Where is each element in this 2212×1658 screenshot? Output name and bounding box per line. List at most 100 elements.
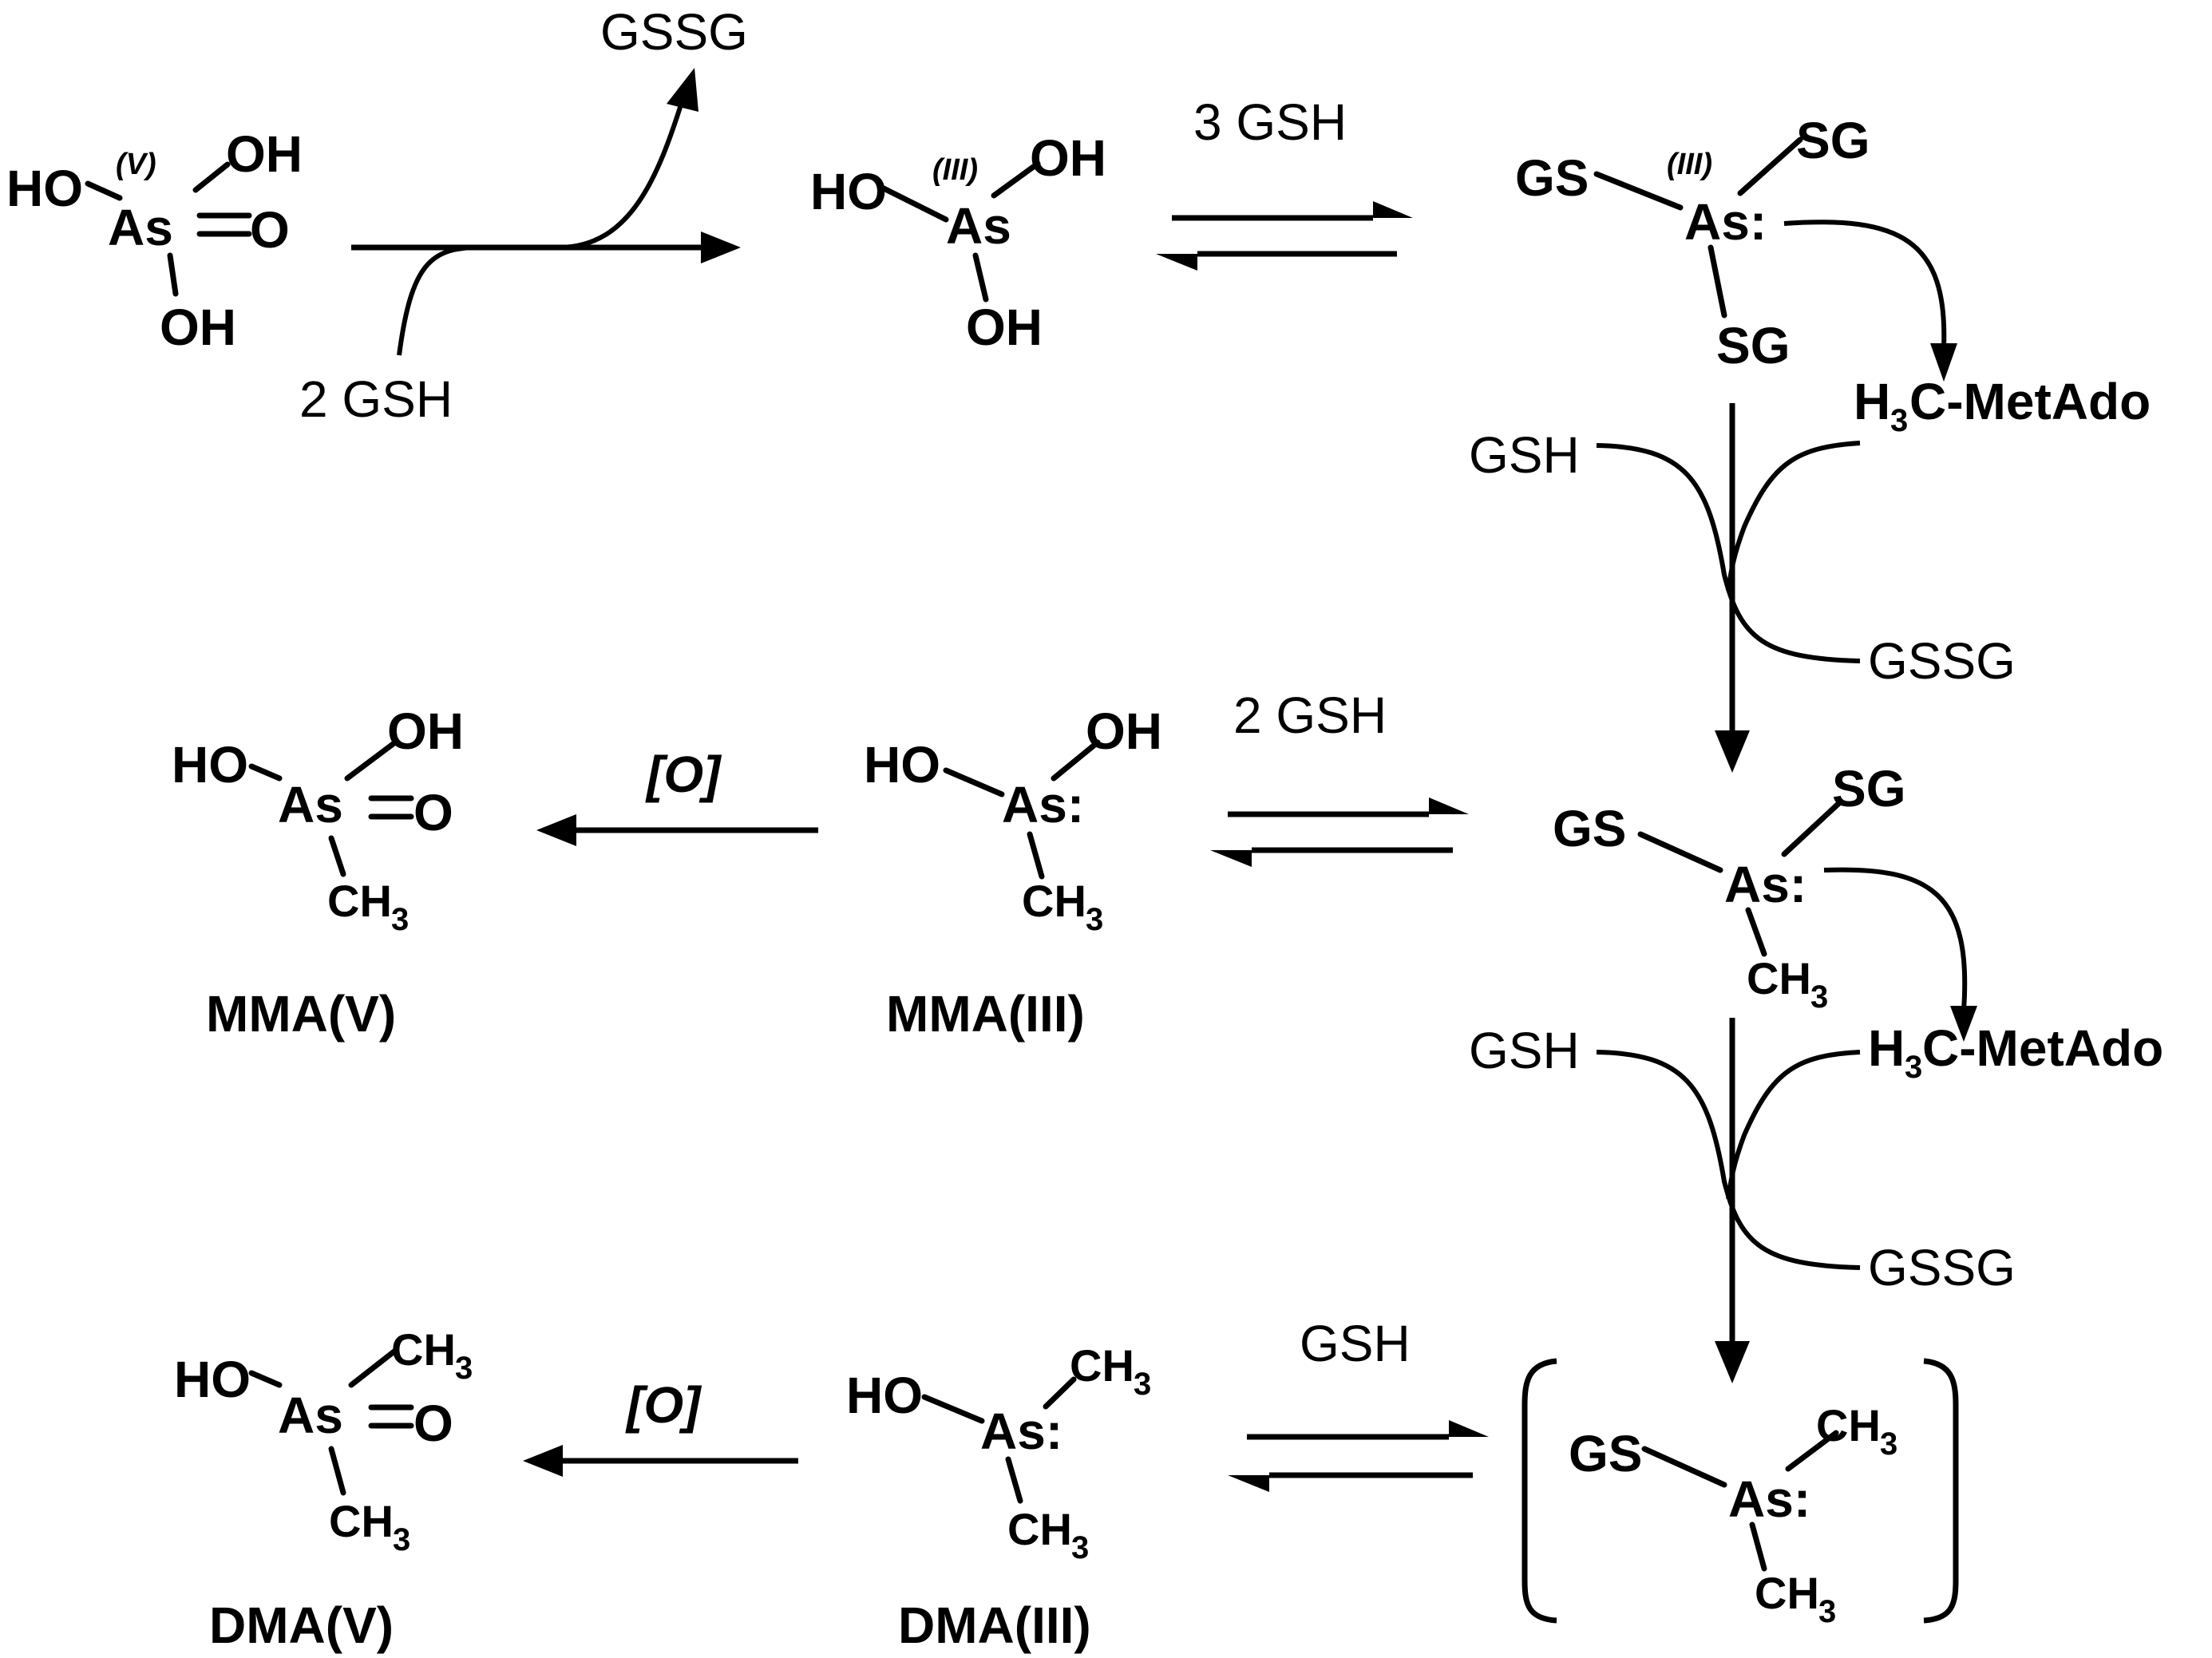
gsh2-top-label: 2 GSH [299, 370, 453, 428]
bond-as-sg-top [1737, 137, 1803, 196]
forward-half-head [1429, 797, 1469, 814]
dma5-ch-top: CH [391, 1324, 456, 1375]
dma5-o: O [414, 1395, 453, 1452]
dma3-ho: HO [846, 1367, 923, 1424]
bond-as-oh [344, 739, 398, 782]
mma3-name: MMA(III) [886, 985, 1085, 1043]
mma5-oh: OH [387, 702, 464, 760]
gsh-to-gssg-curve-1 [1596, 443, 1861, 663]
oxidation-2-label: [O] [625, 1376, 702, 1434]
mma3-subscript: 3 [1086, 902, 1103, 937]
dma5-ho: HO [174, 1351, 251, 1408]
dma3-as: As: [980, 1403, 1062, 1460]
arsenite-ho: HO [810, 163, 887, 220]
forward-half-head [1449, 1420, 1489, 1437]
dma-glutathione-complex: GS As: CH 3 CH 3 [1521, 1358, 1959, 1629]
methylation-2-head [1715, 1341, 1750, 1383]
bond-gs-as [1637, 831, 1723, 873]
mma-gs2-ch: CH [1747, 953, 1811, 1003]
dma-gs-ch-top: CH [1816, 1400, 1881, 1450]
as-gs3-oxidation-state: (III) [1667, 148, 1712, 181]
mma5-name: MMA(V) [206, 985, 396, 1043]
bond-as-ch3 [1027, 831, 1045, 880]
oxidation-1-label: [O] [645, 746, 722, 803]
as-gs3-as: As: [1684, 193, 1767, 251]
electron-arrow-1 [1783, 220, 1947, 348]
bond-as-ch3 [1745, 907, 1767, 957]
oxidation-arrow-2: [O] [523, 1376, 798, 1477]
oxidation-arrow-1: [O] [536, 746, 818, 846]
dma-gs-as: As: [1728, 1470, 1810, 1528]
mma5-ho: HO [172, 736, 248, 793]
arsenite-oh-top: OH [1030, 129, 1106, 187]
reverse-half-head [1228, 1475, 1269, 1492]
bond-as-ch3-top [1043, 1376, 1077, 1410]
dma3-ch-top: CH [1070, 1340, 1134, 1391]
dma5-subscript-bottom: 3 [393, 1522, 410, 1557]
bond-as-ch3-top [348, 1347, 398, 1388]
gssg-output-arrow-head [667, 68, 698, 112]
reverse-half-head [1210, 850, 1252, 867]
as-gs3-sg-bottom: SG [1716, 317, 1790, 374]
arsenate-oh-top: OH [226, 125, 303, 183]
bond-as-oh-top [192, 161, 231, 193]
dma-gs-gs: GS [1569, 1425, 1642, 1482]
bond-ho-as [248, 763, 283, 782]
electron-arrow-1-head [1930, 343, 1957, 382]
gssg-out-2-label: GSSG [1868, 1239, 2016, 1296]
bond-as-ch3-bottom [1005, 1456, 1023, 1504]
sam-to-arrow-curve-1 [1726, 441, 1861, 592]
bond-as-ch3 [328, 835, 346, 877]
bond-as-oh [1051, 739, 1101, 782]
dma-gs-subscript-top: 3 [1880, 1427, 1897, 1462]
equilibrium-arrows-2: 2 GSH [1210, 687, 1469, 867]
bond-ho-as [248, 1370, 283, 1388]
electron-arrow-2 [1823, 867, 1968, 1011]
as-gs3-sg-top: SG [1796, 112, 1870, 169]
mma3-as: As: [1002, 776, 1084, 833]
bond-gs-as [1641, 1446, 1727, 1488]
mma-gs2-sg: SG [1832, 760, 1905, 817]
sam-1-rest: C-MetAdo [1909, 373, 2151, 430]
bond-as-ch3-bottom [1749, 1521, 1767, 1572]
bond-as-sg [1781, 799, 1843, 857]
sam-1-subscript: 3 [1890, 403, 1908, 438]
arsenite-as: As [946, 197, 1011, 255]
reduction-arrow: GSSG 2 GSH [299, 3, 748, 428]
equilibrium-arrows-3: GSH [1228, 1315, 1489, 1492]
bond-as-sg-bottom [1707, 244, 1727, 319]
dma3-subscript-bottom: 3 [1071, 1530, 1089, 1565]
mma5-o: O [414, 784, 453, 841]
as-gs3-gs: GS [1515, 149, 1589, 207]
arsenate-structure: HO OH As O OH (V) [6, 125, 303, 356]
gssg-out-1-label: GSSG [1868, 632, 2016, 690]
as-triglutathione-structure: GS SG As: SG (III) [1515, 112, 1870, 374]
dma5-structure: HO As O CH 3 CH 3 DMA(V) [174, 1324, 473, 1654]
arsenite-structure: HO OH As OH (III) [810, 129, 1106, 356]
mma-diglutathione-structure: GS SG As: CH 3 [1553, 760, 1905, 1015]
gsh-input-curve [397, 245, 480, 356]
sam-2-h: H [1868, 1019, 1905, 1077]
methylation-step-2: GSH GSSG [1469, 1018, 2016, 1383]
arsenite-oh-bottom: OH [966, 299, 1043, 356]
arsenate-oxidation-state: (V) [116, 148, 156, 181]
oxidation-2-head [523, 1445, 563, 1477]
sam-donor-1: H 3 C-MetAdo [1854, 373, 2151, 438]
sam-2-subscript: 3 [1905, 1050, 1922, 1085]
bond-as-ch3-bottom [328, 1446, 346, 1496]
gsh-in-2-label: GSH [1469, 1022, 1580, 1079]
bond-as-ch3-top [1785, 1430, 1839, 1472]
gssg-output-curve [558, 99, 685, 250]
gsh-in-1-label: GSH [1469, 426, 1580, 484]
dma5-ch-bottom: CH [329, 1496, 394, 1546]
right-bracket [1923, 1358, 1959, 1624]
dma-gs-subscript-bottom: 3 [1818, 1594, 1836, 1629]
equilibrium-arrows-1: 3 GSH [1156, 93, 1413, 271]
gssg-top-label: GSSG [600, 3, 748, 61]
reduction-arrow-head [701, 231, 741, 263]
forward-half-head [1373, 201, 1413, 218]
arsenate-ho: HO [6, 160, 83, 217]
dma3-name: DMA(III) [898, 1597, 1091, 1654]
dma5-subscript-top: 3 [455, 1351, 473, 1386]
